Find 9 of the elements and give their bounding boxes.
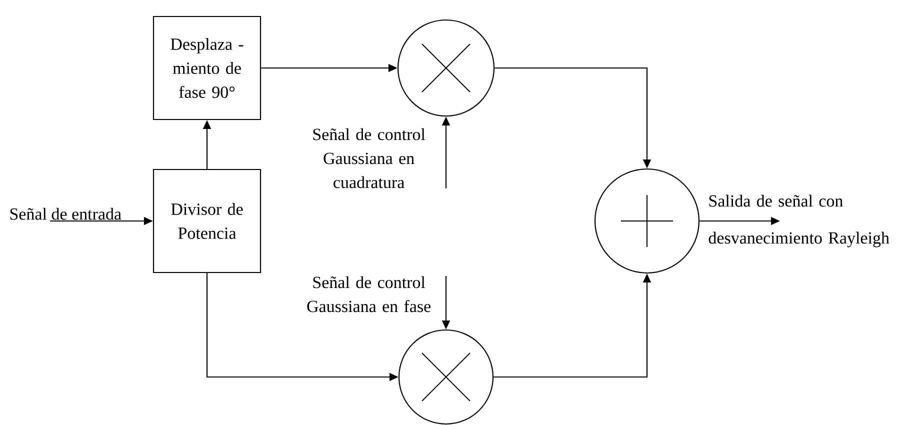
output-label: Salida de señal con desvanecimiento Rayleigh: [708, 194, 890, 248]
input-label: Señal de entrada: [10, 208, 122, 220]
process-box: Divisor de Potencia: [152, 168, 262, 274]
control-signal-label: Señal de control Gaussiana en cuadratura: [313, 128, 426, 188]
adder-circle: [594, 168, 700, 274]
multiplier-circle: [398, 329, 494, 425]
multiplier-circle: [397, 19, 495, 117]
control-signal-label: Señal de control Gaussiana en fase: [307, 276, 431, 312]
process-box: Desplaza - miento de fase 90°: [152, 16, 262, 120]
